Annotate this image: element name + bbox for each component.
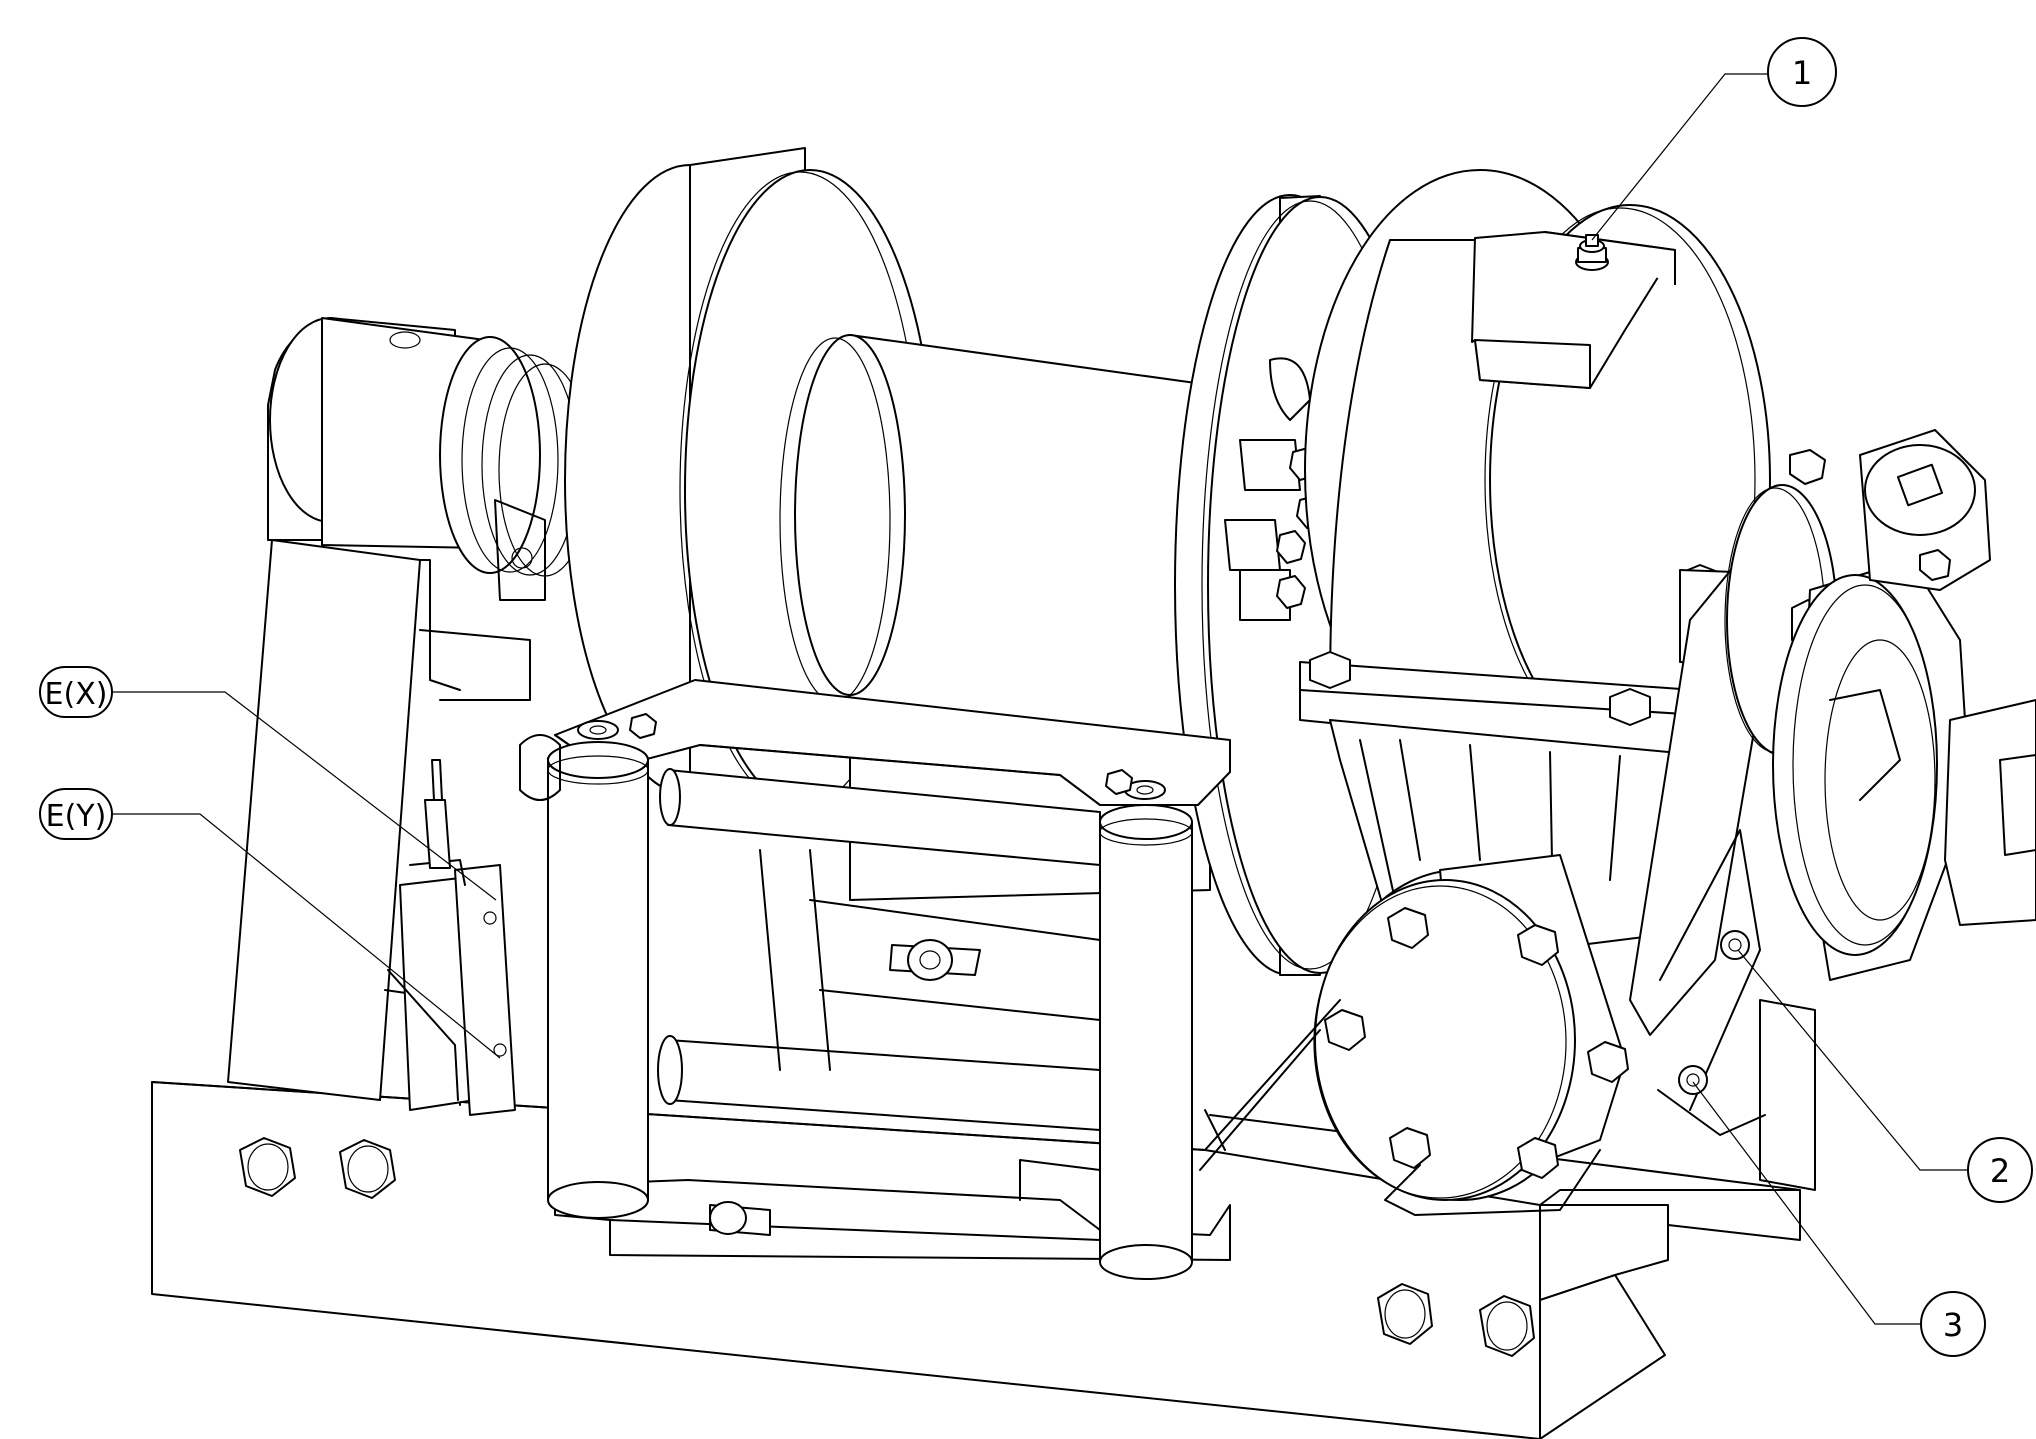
hydraulic-motor [1772, 429, 2036, 981]
left-bearing-housing [267, 317, 592, 601]
brake-cylinder [387, 759, 516, 1116]
gearbox-housing [1299, 169, 1771, 771]
callout-item-3-label: 3 [1943, 1306, 1963, 1344]
callout-item-ey-label: E(Y) [46, 799, 107, 834]
callout-item-ey: E(Y) [39, 788, 501, 1059]
callout-item-ex: E(X) [39, 666, 497, 901]
base-bolts-right [1377, 1283, 1535, 1357]
callout-item-1-label: 1 [1792, 54, 1812, 92]
base-bolts-left [239, 1137, 396, 1199]
callout-item-2: 2 [1737, 949, 2033, 1203]
bearing-cap [1313, 854, 1629, 1216]
callout-item-ex-label: E(X) [45, 677, 108, 712]
flange-clamps [1224, 439, 1326, 621]
inner-frame [519, 734, 1341, 1201]
callout-item-2-label: 2 [1990, 1152, 2010, 1190]
callout-item-3: 3 [1692, 1081, 1986, 1357]
roller-fairlead [547, 679, 1231, 1280]
callout-item-1: 1 [1591, 37, 1837, 241]
